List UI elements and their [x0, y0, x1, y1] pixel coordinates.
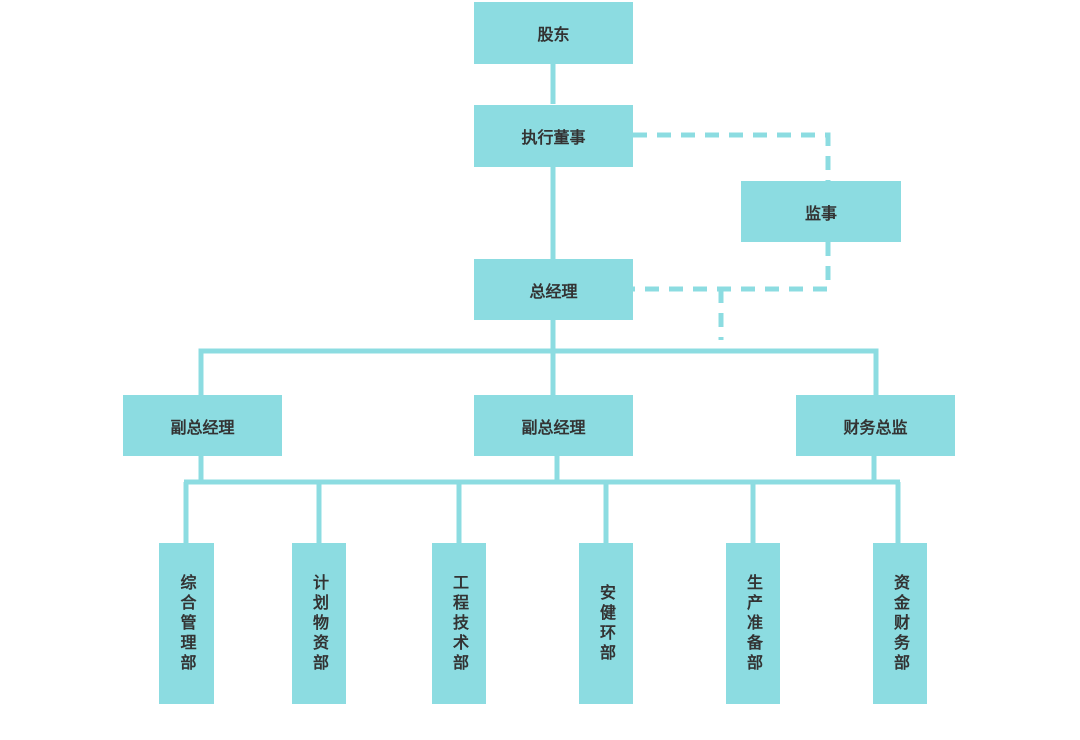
node-label: 监事 — [804, 203, 837, 223]
dashed-supervisor-gm — [633, 242, 831, 292]
node-label: 财务总监 — [843, 417, 908, 437]
node-department: 安健环部 — [579, 543, 633, 704]
department-label: 计划物资部 — [310, 573, 329, 674]
node-label: 副总经理 — [170, 417, 235, 437]
department-label: 工程技术部 — [450, 573, 469, 674]
node-label: 执行董事 — [521, 128, 586, 147]
node-label: 副总经理 — [521, 417, 586, 437]
node-department: 资金财务部 — [873, 543, 927, 704]
node-department: 工程技术部 — [432, 543, 486, 704]
node-finance-director: 财务总监 — [796, 395, 955, 456]
node-executive-director: 执行董事 — [474, 105, 633, 167]
node-supervisor: 监事 — [741, 181, 901, 242]
department-label: 综合管理部 — [177, 573, 197, 674]
node-label: 总经理 — [529, 281, 578, 301]
node-deputy-gm-center: 副总经理 — [474, 395, 633, 456]
node-department: 计划物资部 — [292, 543, 346, 704]
department-label: 安健环部 — [597, 583, 616, 664]
node-department: 生产准备部 — [726, 543, 780, 704]
node-label: 股东 — [537, 25, 570, 44]
node-shareholders: 股东 — [474, 2, 633, 64]
department-label: 生产准备部 — [744, 573, 763, 674]
node-department: 综合管理部 — [159, 543, 214, 704]
line-deputies-bus — [198, 348, 879, 395]
department-label: 资金财务部 — [891, 573, 910, 674]
node-deputy-gm-left: 副总经理 — [123, 395, 282, 456]
node-general-manager: 总经理 — [474, 259, 633, 320]
dashed-executive-supervisor — [633, 132, 831, 181]
